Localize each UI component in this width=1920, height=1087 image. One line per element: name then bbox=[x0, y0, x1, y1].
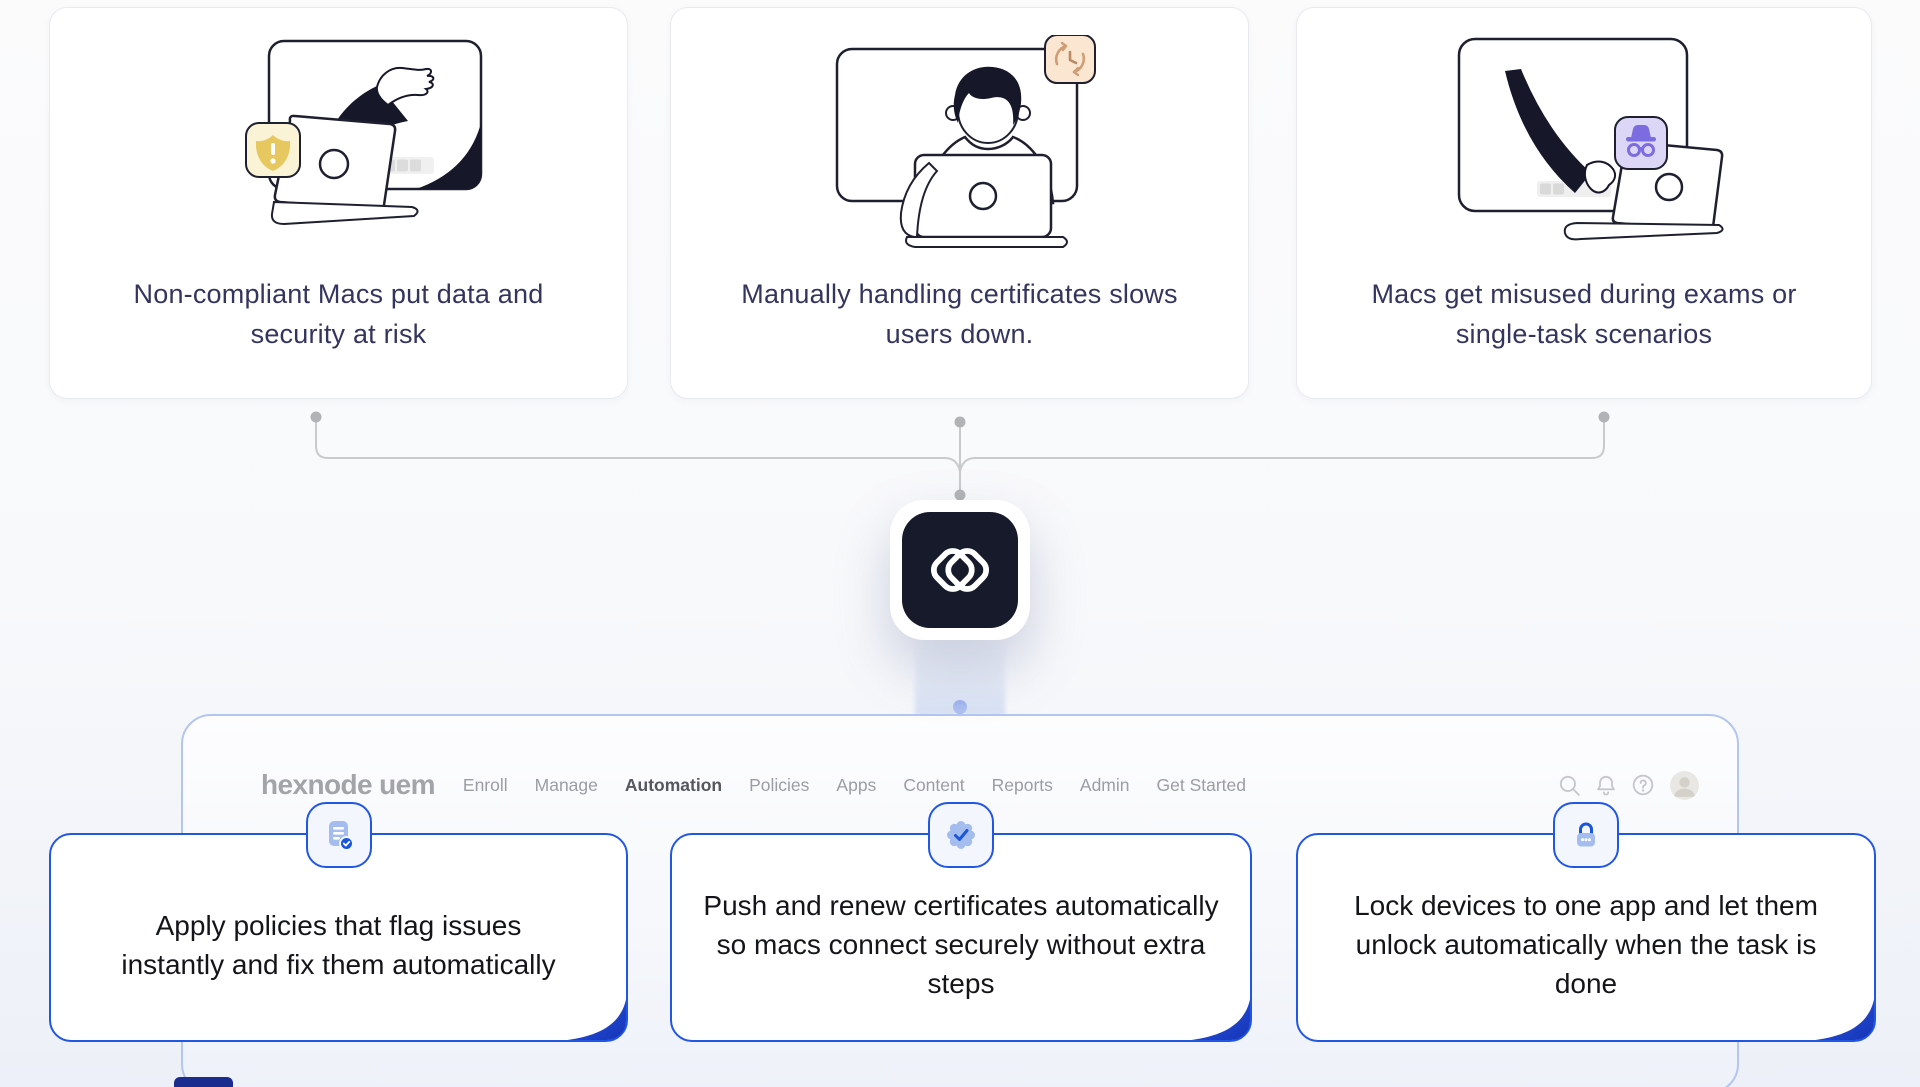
policy-document-check-icon bbox=[328, 821, 354, 851]
problem-card-misuse: Macs get misused during exams or single-… bbox=[1296, 7, 1872, 399]
help-icon[interactable] bbox=[1631, 773, 1655, 797]
nav-item-reports[interactable]: Reports bbox=[991, 774, 1053, 795]
incognito-icon bbox=[1614, 116, 1668, 170]
warning-shield-icon bbox=[244, 122, 301, 178]
solution-card-lock: Lock devices to one app and let them unl… bbox=[1296, 802, 1876, 1042]
nav-item-apps[interactable]: Apps bbox=[836, 774, 877, 795]
nav-item-manage[interactable]: Manage bbox=[534, 774, 598, 795]
cutoff-decor-strip bbox=[174, 1077, 233, 1087]
solution-card-certificates: Push and renew certificates automaticall… bbox=[670, 802, 1252, 1042]
lock-badge bbox=[1553, 802, 1619, 868]
person-laptop-history-clock-illustration bbox=[835, 35, 1096, 248]
hexnode-logo-container bbox=[890, 500, 1030, 640]
nav-item-content[interactable]: Content bbox=[903, 774, 965, 795]
logo-glow-band bbox=[915, 638, 1005, 716]
solution-card-text: Lock devices to one app and let them unl… bbox=[1354, 890, 1818, 999]
folded-corner bbox=[566, 998, 626, 1040]
problem-card-title: Manually handling certificates slows use… bbox=[741, 279, 1178, 349]
solution-card-text: Push and renew certificates automaticall… bbox=[703, 890, 1219, 999]
nav-item-automation[interactable]: Automation bbox=[624, 774, 723, 795]
folded-corner bbox=[1814, 998, 1874, 1040]
hexnode-uem-wordmark[interactable]: hexnode uem bbox=[261, 769, 435, 800]
nav-item-get-started[interactable]: Get Started bbox=[1156, 774, 1247, 795]
certificate-seal-check-badge bbox=[928, 802, 994, 868]
problem-card-certificates: Manually handling certificates slows use… bbox=[670, 7, 1249, 399]
nav-item-policies[interactable]: Policies bbox=[749, 774, 810, 795]
solution-card-policies: Apply policies that flag issues instantl… bbox=[49, 802, 628, 1042]
hand-laptop-incognito-illustration bbox=[1457, 37, 1724, 241]
hexnode-app-logo bbox=[930, 548, 990, 592]
nav-item-enroll[interactable]: Enroll bbox=[462, 774, 508, 795]
search-icon[interactable] bbox=[1557, 773, 1581, 797]
certificate-seal-check-icon bbox=[947, 821, 975, 849]
folded-corner bbox=[1190, 998, 1250, 1040]
nav-item-admin[interactable]: Admin bbox=[1079, 774, 1130, 795]
problem-card-title: Non-compliant Macs put data and security… bbox=[133, 279, 544, 349]
problem-card-title: Macs get misused during exams or single-… bbox=[1371, 279, 1797, 349]
problem-card-compliance: Non-compliant Macs put data and security… bbox=[49, 7, 628, 399]
user-avatar[interactable] bbox=[1670, 770, 1699, 800]
lock-icon bbox=[1577, 822, 1595, 847]
history-clock-icon bbox=[1043, 35, 1096, 84]
warning-shield-laptop-illustration bbox=[244, 39, 482, 226]
solution-card-text: Apply policies that flag issues instantl… bbox=[121, 909, 556, 980]
navbar: hexnode uem Enroll Manage Automation Pol… bbox=[261, 760, 1699, 810]
avatar-person-icon bbox=[1670, 770, 1699, 800]
notifications-bell-icon[interactable] bbox=[1594, 773, 1618, 797]
policy-document-check-badge bbox=[305, 802, 372, 868]
